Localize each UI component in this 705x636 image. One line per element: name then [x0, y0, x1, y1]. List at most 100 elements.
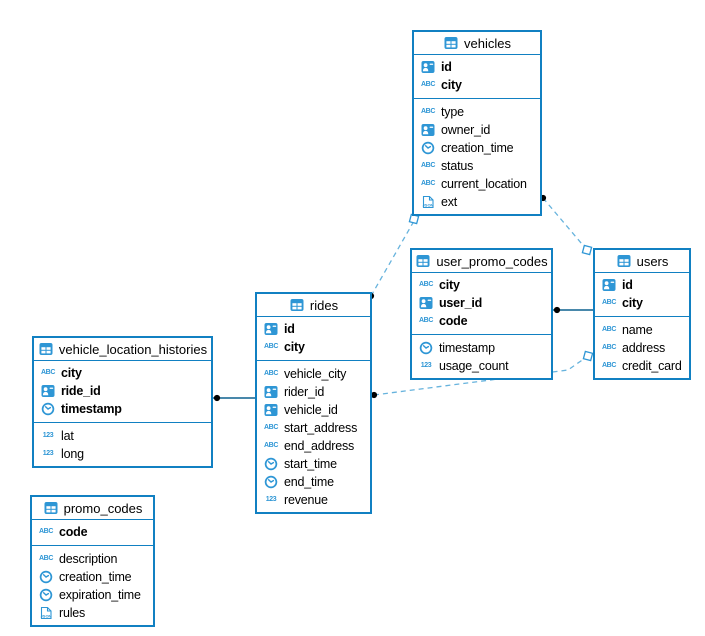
table-header[interactable]: promo_codes	[32, 497, 153, 520]
table-header[interactable]: vehicles	[414, 32, 540, 55]
column-row[interactable]: ABC address	[595, 339, 689, 357]
clock-icon	[420, 141, 436, 155]
text-type-icon: ABC	[419, 317, 433, 324]
number-type-icon: 123	[420, 362, 432, 369]
id-badge-icon	[264, 404, 278, 416]
column-name: address	[622, 341, 666, 355]
column-row[interactable]: user_id	[412, 294, 551, 312]
column-row[interactable]: vehicle_id	[257, 401, 370, 419]
table-icon	[38, 342, 54, 356]
text-icon: ABC	[40, 366, 56, 380]
relation-user_promo_codes-users[interactable]	[553, 306, 593, 314]
table-title: users	[636, 253, 669, 269]
column-name: lat	[61, 429, 74, 443]
column-name: name	[622, 323, 653, 337]
column-name: end_time	[284, 475, 334, 489]
relation-vehicles-users[interactable]	[539, 194, 593, 256]
id-badge-icon	[263, 385, 279, 399]
column-row[interactable]: rider_id	[257, 383, 370, 401]
text-icon: ABC	[263, 367, 279, 381]
relation-dot-endpoint	[213, 394, 221, 402]
column-row[interactable]: start_time	[257, 455, 370, 473]
table-header[interactable]: user_promo_codes	[412, 250, 551, 273]
id-badge-icon	[40, 384, 56, 398]
column-row[interactable]: expiration_time	[32, 586, 153, 604]
text-type-icon: ABC	[264, 370, 278, 377]
relation-rides-users[interactable]	[370, 350, 594, 399]
clock-icon	[418, 341, 434, 355]
json-icon: JSON	[38, 606, 54, 620]
json-icon: JSON	[423, 195, 434, 209]
text-type-icon: ABC	[602, 344, 616, 351]
table-header[interactable]: rides	[257, 294, 370, 317]
column-name: creation_time	[441, 141, 514, 155]
clock-icon	[263, 457, 279, 471]
column-row[interactable]: owner_id	[414, 121, 540, 139]
number-type-icon: 123	[265, 496, 277, 503]
relation-line[interactable]	[542, 197, 588, 251]
column-name: ext	[441, 195, 458, 209]
column-row[interactable]: creation_time	[32, 568, 153, 586]
relation-line[interactable]	[373, 355, 589, 396]
table-header[interactable]: users	[595, 250, 689, 273]
column-row[interactable]: end_time	[257, 473, 370, 491]
column-name: timestamp	[61, 402, 122, 416]
clock-icon	[264, 457, 278, 471]
id-badge-icon	[418, 296, 434, 310]
text-icon: ABC	[420, 159, 436, 173]
number-icon: 123	[418, 359, 434, 373]
clock-icon	[38, 570, 54, 584]
column-name: start_time	[284, 457, 337, 471]
column-name: current_location	[441, 177, 527, 191]
column-row[interactable]: creation_time	[414, 139, 540, 157]
column-row[interactable]: id	[257, 320, 370, 338]
clock-icon	[264, 475, 278, 489]
section-divider	[414, 98, 540, 99]
column-row[interactable]: id	[595, 276, 689, 294]
column-row[interactable]: ride_id	[34, 382, 211, 400]
table-header[interactable]: vehicle_location_histories	[34, 338, 211, 361]
relation-line[interactable]	[370, 220, 415, 297]
column-row[interactable]: JSON ext	[414, 193, 540, 211]
table-icon	[617, 255, 631, 267]
column-row[interactable]: timestamp	[412, 339, 551, 357]
relation-vehicle_location_histories-rides[interactable]	[213, 394, 255, 402]
section-divider	[595, 316, 689, 317]
column-row[interactable]: id	[414, 58, 540, 76]
column-row[interactable]: timestamp	[34, 400, 211, 418]
id-badge-icon	[602, 279, 616, 291]
